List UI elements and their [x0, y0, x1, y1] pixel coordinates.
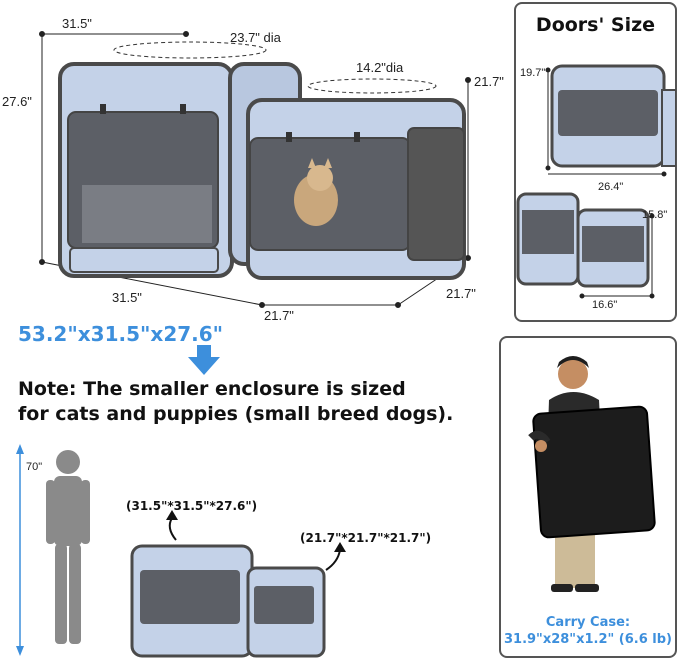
door-large-height: 19.7": [520, 67, 545, 79]
carry-case-bag: [532, 405, 656, 539]
note-line-1: Note: The smaller enclosure is sized: [18, 378, 406, 400]
dim-large-dia: 23.7" dia: [230, 30, 282, 45]
down-arrow-icon: [188, 345, 220, 375]
doors-size-panel: Doors' Size 19.7" 26.4" 15.8" 16.6": [514, 2, 677, 322]
dim-bottom-mid: 21.7": [264, 308, 294, 320]
main-tent-illustration: 31.5" 23.7" dia 14.2"dia 27.6" 21.7" 31.…: [2, 16, 504, 320]
carry-case-illustration: [528, 356, 656, 592]
dim-bottom-left: 31.5": [112, 290, 142, 305]
carry-case-caption: Carry Case: 31.9"x28"x1.2" (6.6 lb): [501, 614, 675, 648]
person-height-label: 70": [26, 461, 42, 473]
carry-case-line-2: 31.9"x28"x1.2" (6.6 lb): [503, 632, 672, 647]
scale-label-small: (21.7"*21.7"*21.7"): [300, 531, 432, 545]
arrow-up-icon: [166, 510, 178, 520]
dim-bottom-right: 21.7": [446, 286, 476, 301]
note-text: Note: The smaller enclosure is sized for…: [18, 377, 453, 427]
note-line-2: for cats and puppies (small breed dogs).: [18, 403, 454, 425]
scale-label-large: (31.5"*31.5"*27.6"): [126, 499, 258, 513]
large-door-illustration: [550, 64, 676, 168]
dim-height-right: 21.7": [474, 74, 504, 89]
overall-size: 53.2"x31.5"x27.6": [18, 322, 224, 346]
small-door-illustration: [516, 192, 650, 288]
carry-case-line-1: Carry Case:: [545, 615, 631, 630]
small-enclosure: [246, 98, 466, 280]
scale-tents-illustration: [130, 510, 346, 658]
door-large-width: 26.4": [598, 181, 623, 193]
person-head: [558, 359, 588, 389]
dim-top-width: 31.5": [62, 16, 92, 31]
person-scale-illustration: 70": [16, 444, 90, 656]
small-top-dia-ellipse: [307, 78, 437, 94]
large-top-dia-ellipse: [113, 41, 267, 59]
door-small-width: 16.6": [592, 299, 617, 311]
door-small-height: 15.8": [642, 209, 667, 221]
person-silhouette: [46, 450, 90, 644]
carry-case-panel: Carry Case: 31.9"x28"x1.2" (6.6 lb): [499, 336, 677, 658]
dim-height-left: 27.6": [2, 94, 32, 109]
arrow-up-icon-2: [334, 542, 346, 552]
doors-diagram: 19.7" 26.4" 15.8" 16.6": [516, 64, 676, 311]
dim-small-dia: 14.2"dia: [356, 60, 404, 75]
doors-panel-title: Doors' Size: [535, 14, 656, 36]
